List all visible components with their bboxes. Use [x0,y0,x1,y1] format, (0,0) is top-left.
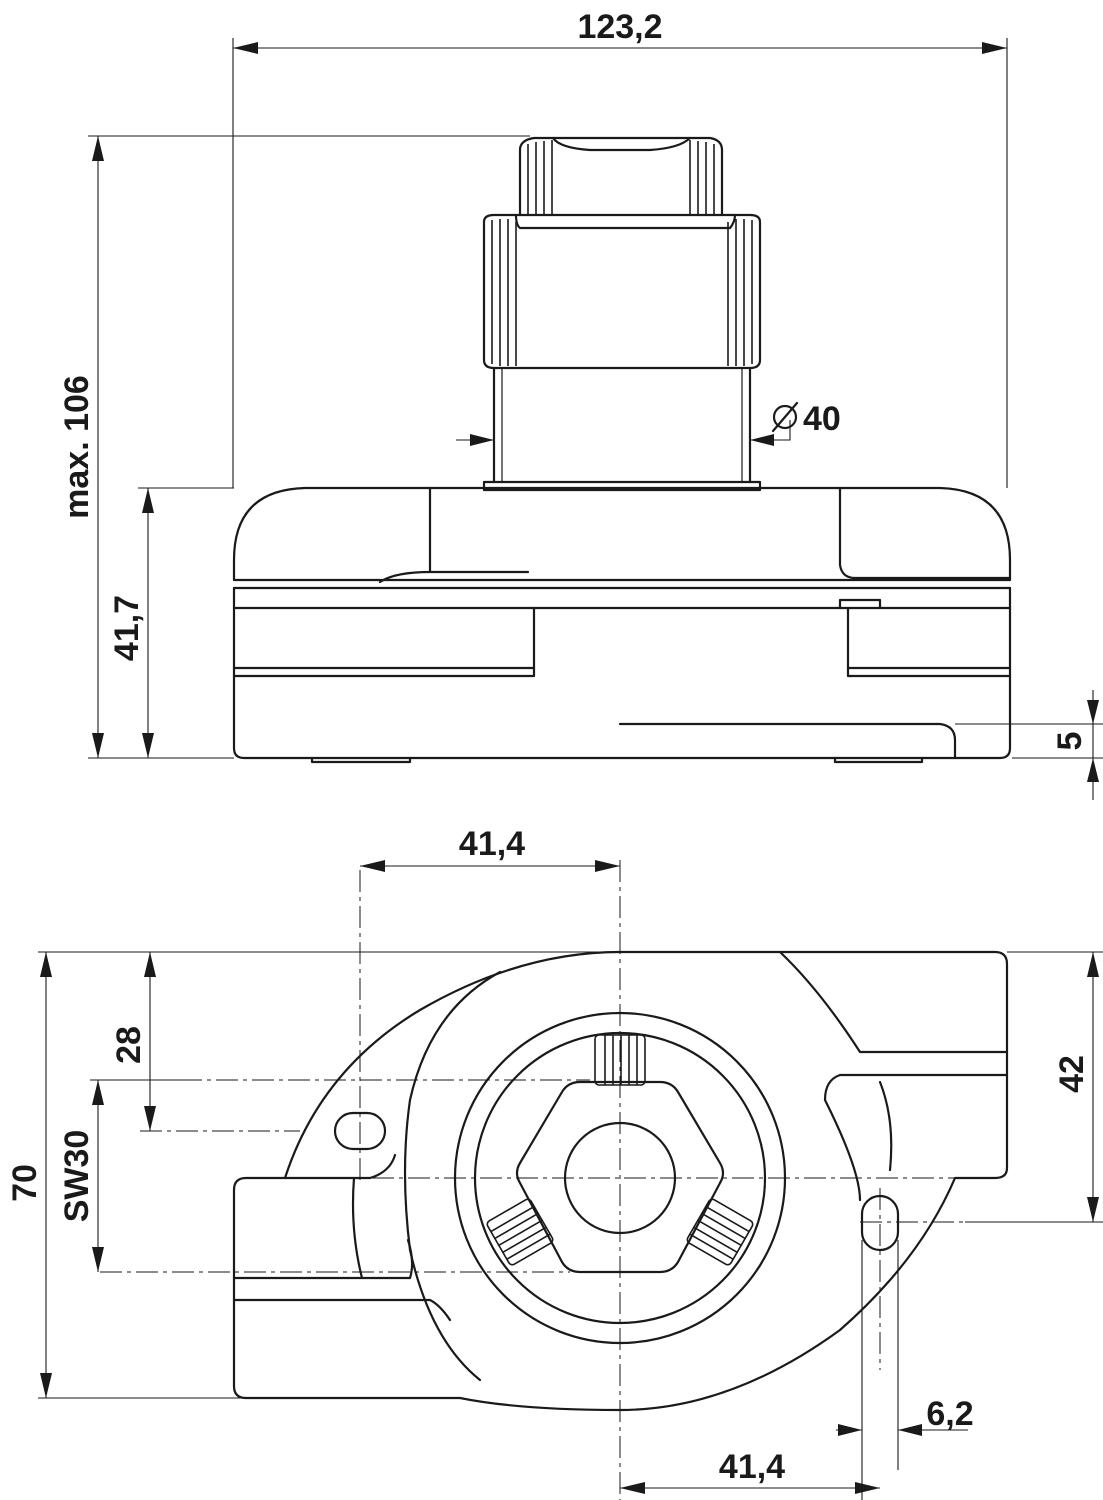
housing-upper [232,486,1012,582]
dim-diameter: 40 [803,400,841,438]
housing-outline [232,950,1009,1412]
foot-right [833,756,924,764]
dim-max-height: max. 106 [58,375,96,519]
dim-foot-height: 5 [1051,732,1089,751]
knurl-right [686,1198,754,1266]
dim-slot-width: 6,2 [926,1395,973,1433]
dim-center-offset-top: 41,4 [459,825,525,863]
hex-nut [515,1080,725,1274]
dim-right-height: 42 [1053,1055,1091,1093]
side-view: 123,2 max. 106 41,7 40 5 [58,8,1103,800]
housing-lower [232,674,1012,760]
knob-cap [518,136,724,217]
housing-middle [232,606,536,678]
dim-mount-y: 28 [110,1026,148,1064]
knob-body-ridges [491,219,753,366]
diameter-icon [771,401,799,433]
foot-left [310,756,412,764]
dim-nut-size: SW30 [58,1130,96,1223]
plan-view: 41,4 70 28 SW30 42 6,2 [6,825,1103,1500]
shaft [492,366,752,484]
dim-top-width: 123,2 [577,8,662,46]
dim-total-depth: 70 [6,1164,44,1202]
knob-cap-ridges [527,140,715,214]
dim-base-height: 41,7 [108,595,146,661]
knob-body [482,213,762,370]
dim-center-offset-bottom: 41,4 [719,1448,785,1486]
knurl-left [486,1198,554,1266]
